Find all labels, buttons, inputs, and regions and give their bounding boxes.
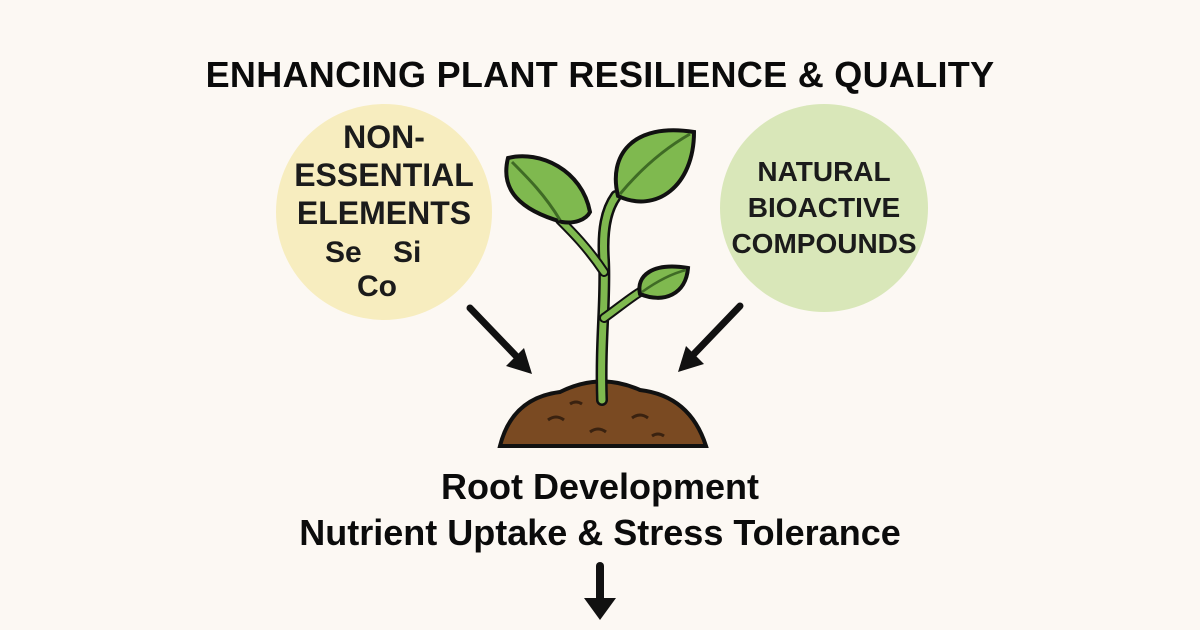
element-symbols: Se Si Co bbox=[319, 236, 449, 306]
plant-icon bbox=[504, 128, 697, 406]
effects-text: Root Development Nutrient Uptake & Stres… bbox=[0, 464, 1200, 556]
natural-bioactive-compounds-circle: NATURAL BIOACTIVE COMPOUNDS bbox=[720, 104, 928, 312]
diagram-title: ENHANCING PLANT RESILIENCE & QUALITY bbox=[205, 54, 995, 95]
circle-label-line: BIOACTIVE bbox=[747, 192, 901, 223]
arrow-down-right-icon bbox=[466, 304, 532, 374]
effect-nutrient-uptake: Nutrient Uptake & Stress Tolerance bbox=[299, 512, 901, 553]
element-se: Se bbox=[325, 236, 362, 269]
effect-root-development: Root Development bbox=[440, 466, 760, 507]
element-co: Co bbox=[357, 270, 397, 303]
element-si: Si bbox=[393, 236, 422, 269]
circle-label-line: ELEMENTS bbox=[296, 195, 472, 231]
circle-label-line: NON- bbox=[343, 119, 425, 155]
circle-label-line: COMPOUNDS bbox=[731, 228, 917, 259]
circle-label-line: NATURAL bbox=[757, 156, 891, 187]
arrow-down-left-icon bbox=[678, 302, 744, 372]
non-essential-elements-circle: NON- ESSENTIAL ELEMENTS Se Si Co bbox=[276, 104, 492, 320]
circle-label-line: ESSENTIAL bbox=[294, 157, 474, 193]
arrow-down-icon bbox=[584, 562, 616, 620]
